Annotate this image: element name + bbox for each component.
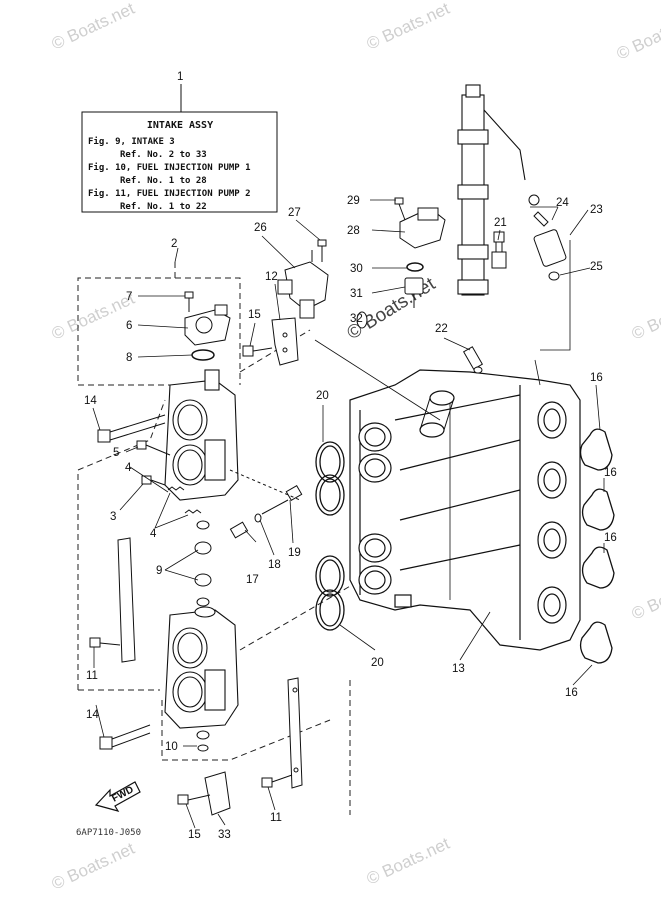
callout-17: 17 <box>246 574 259 586</box>
callout-20: 20 <box>316 390 329 402</box>
callout-31: 31 <box>350 288 363 300</box>
watermark: © Boats.net <box>49 289 138 344</box>
fwd-arrow: FWD <box>94 781 141 812</box>
drawing-code: 6AP7110-J050 <box>76 828 141 838</box>
parts-17-19 <box>229 469 303 539</box>
callout-3: 3 <box>110 511 116 523</box>
gaskets-20 <box>315 441 345 631</box>
callout-6: 6 <box>126 320 132 332</box>
callout-9: 9 <box>156 565 162 577</box>
watermark: © Boats.net <box>49 839 138 894</box>
assembly-box-line: Ref. No. 1 to 28 <box>120 176 207 186</box>
callout-14: 14 <box>86 709 99 721</box>
callout-12: 12 <box>265 271 278 283</box>
part-31 <box>404 277 424 308</box>
assembly-box: 1 INTAKE ASSY Fig. 9, INTAKE 3 Ref. No. … <box>81 71 278 213</box>
assembly-box-line: Ref. No. 2 to 33 <box>120 150 207 160</box>
intake-manifold <box>349 369 581 651</box>
callout-20: 20 <box>371 657 384 669</box>
callout-32: 32 <box>350 313 363 325</box>
fuel-rail <box>457 84 526 296</box>
gaskets-16 <box>579 428 615 664</box>
callout-16: 16 <box>590 372 603 384</box>
assembly-box-line: Ref. No. 1 to 22 <box>120 202 207 212</box>
callout-16: 16 <box>604 467 617 479</box>
callout-11: 11 <box>270 812 282 824</box>
screw-7 <box>184 291 194 312</box>
part-32 <box>356 311 368 329</box>
bolt-14-upper <box>97 414 166 443</box>
throttle-body-lower <box>164 606 239 729</box>
callout-29: 29 <box>347 195 360 207</box>
assembly-box-line: Fig. 9, INTAKE 3 <box>88 136 175 147</box>
callout-30: 30 <box>350 263 363 275</box>
callout-28: 28 <box>347 225 360 237</box>
washers-9 <box>194 520 212 607</box>
sensor-28 <box>399 207 446 249</box>
callout-14: 14 <box>84 395 97 407</box>
callout-18: 18 <box>268 559 281 571</box>
watermark-center: © Boats.net <box>344 273 440 344</box>
callout-33: 33 <box>218 829 231 841</box>
callout-5: 5 <box>113 447 119 459</box>
callout-10: 10 <box>165 741 178 753</box>
bolt-15-upper <box>242 345 273 357</box>
watermark: © Boats.net <box>364 834 453 889</box>
group-outlines <box>77 262 353 815</box>
bracket-33 <box>204 771 231 816</box>
callout-4: 4 <box>125 462 132 474</box>
throttle-body-upper <box>164 369 239 501</box>
callout-23: 23 <box>590 204 603 216</box>
part-22 <box>462 346 484 374</box>
callout-13: 13 <box>452 663 465 675</box>
callout-21: 21 <box>494 217 507 229</box>
callout-19: 19 <box>288 547 301 559</box>
screw-5 <box>136 440 171 456</box>
washers-10 <box>196 730 210 752</box>
callout-26: 26 <box>254 222 267 234</box>
callout-27: 27 <box>288 207 301 219</box>
callout-4: 4 <box>150 528 157 540</box>
callout-11: 11 <box>86 670 98 682</box>
callout-16: 16 <box>565 687 578 699</box>
washer-30 <box>406 262 424 272</box>
watermark: © Boats.net <box>614 9 661 64</box>
bolt-15-lower <box>177 794 211 805</box>
callout-16: 16 <box>604 532 617 544</box>
callout-25: 25 <box>590 261 603 273</box>
plate-left <box>117 537 136 663</box>
callout-2: 2 <box>171 238 177 250</box>
callout-24: 24 <box>556 197 569 209</box>
screw-3 <box>141 475 166 486</box>
injector-23 <box>528 194 567 281</box>
watermark: © Boats.net <box>629 569 661 624</box>
spring-4 <box>167 486 202 514</box>
callout-15: 15 <box>188 829 201 841</box>
callout-22: 22 <box>435 323 448 335</box>
callout-7: 7 <box>126 291 132 303</box>
bracket-12 <box>271 317 299 366</box>
sensor-6 <box>184 304 231 346</box>
part-21 <box>491 231 507 269</box>
plate-right <box>287 677 303 789</box>
watermark: © Boats.net <box>49 0 138 54</box>
callouts: 2 3 4 4 5 6 7 8 9 10 11 11 12 13 14 14 1… <box>84 195 617 841</box>
watermark: © Boats.net <box>629 289 661 344</box>
bolt-14-lower <box>99 724 151 750</box>
screw-27 <box>317 239 327 262</box>
screw-11-left <box>89 637 121 648</box>
sensor-26 <box>277 250 329 319</box>
watermark: © Boats.net <box>364 0 453 54</box>
screw-11-right <box>261 774 293 788</box>
assembly-box-line: Fig. 10, FUEL INJECTION PUMP 1 <box>88 162 251 173</box>
assembly-box-title: INTAKE ASSY <box>147 120 213 131</box>
leader-lines <box>92 199 605 829</box>
o-ring-8 <box>191 349 215 361</box>
callout-15: 15 <box>248 309 261 321</box>
assembly-box-line: Fig. 11, FUEL INJECTION PUMP 2 <box>88 188 251 199</box>
callout-8: 8 <box>126 352 132 364</box>
screw-29 <box>394 197 406 221</box>
callout-1: 1 <box>177 71 183 83</box>
